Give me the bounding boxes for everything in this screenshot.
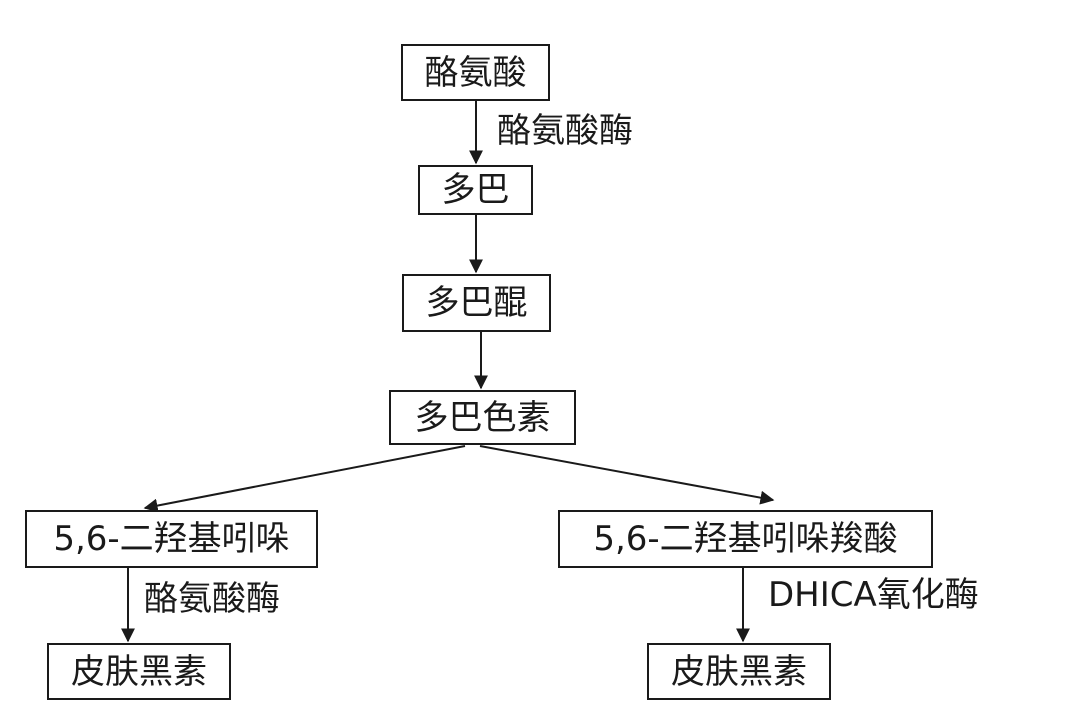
arrow-dopachrome-to-dhica — [479, 445, 775, 505]
node-eumelanin-right: 皮肤黑素 — [647, 643, 831, 700]
node-tyrosine: 酪氨酸 — [401, 44, 550, 101]
node-eumelanin-left: 皮肤黑素 — [47, 643, 231, 700]
node-dopachrome: 多巴色素 — [389, 390, 576, 445]
edge-label-tyrosinase-1: 酪氨酸酶 — [497, 111, 633, 151]
node-dhi: 5,6-二羟基吲哚 — [25, 510, 318, 568]
edge-label-tyrosinase-2: 酪氨酸酶 — [144, 579, 280, 619]
arrow-dopachrome-to-dhi — [143, 445, 466, 513]
node-dopaquinone: 多巴醌 — [402, 274, 551, 332]
node-dhica: 5,6-二羟基吲哚羧酸 — [558, 510, 933, 568]
edge-label-dhica-oxidase: DHICA氧化酶 — [768, 575, 979, 615]
node-dopa: 多巴 — [418, 165, 533, 215]
